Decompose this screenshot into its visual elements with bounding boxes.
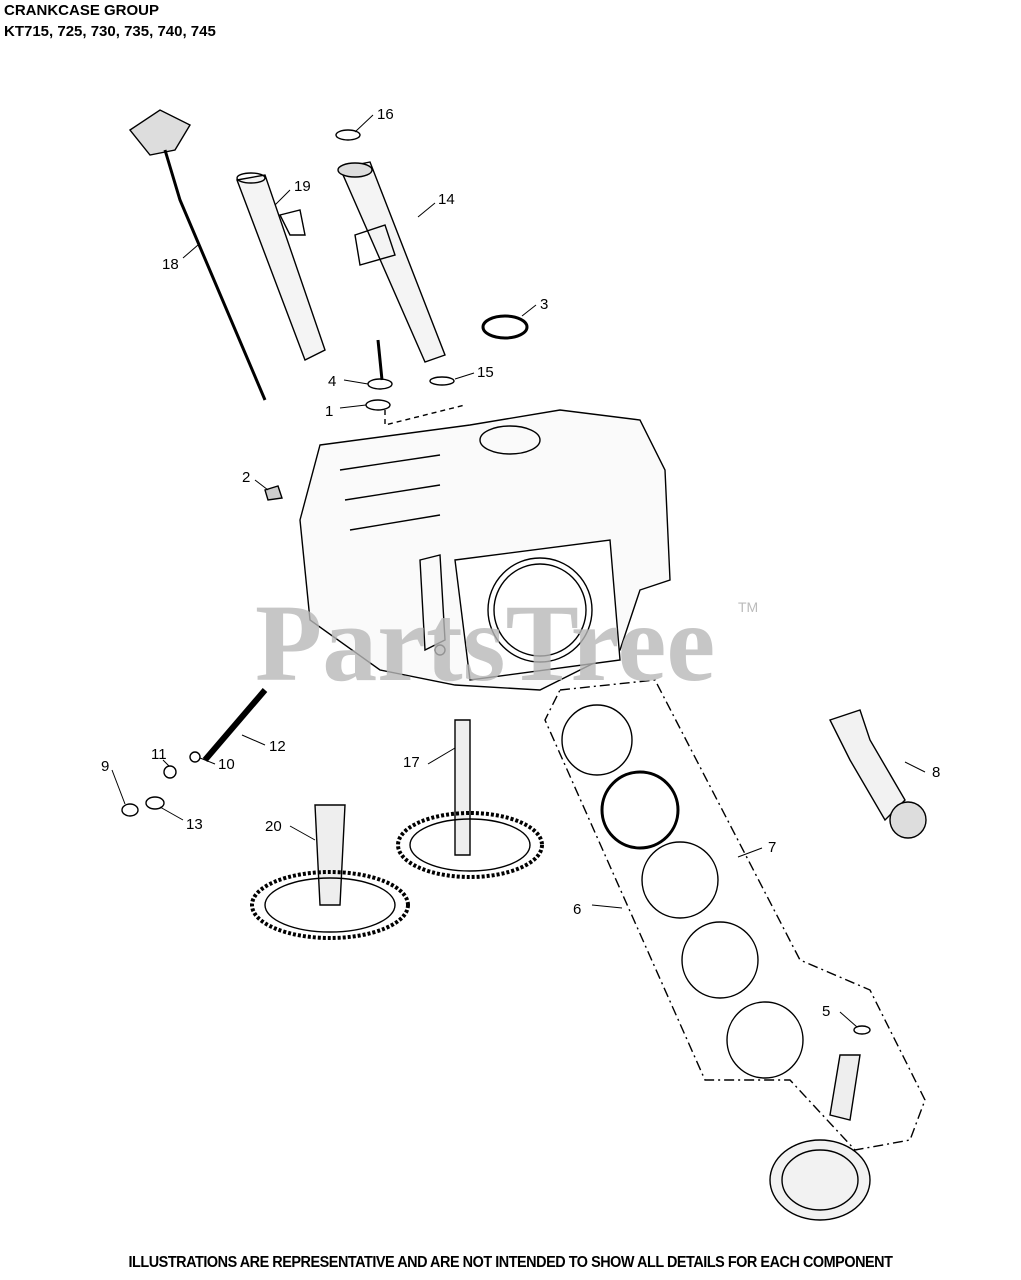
callout-20[interactable]: 20 [265,818,282,835]
diagram-title: CRANKCASE GROUP KT715, 725, 730, 735, 74… [4,0,216,42]
part-ring[interactable] [641,841,719,919]
callout-12[interactable]: 12 [269,738,286,755]
part-o-ring-15[interactable] [429,376,455,386]
part-clip-11[interactable] [163,765,177,779]
part-washer-13[interactable] [145,796,165,810]
part-retainer-5[interactable] [853,1025,871,1035]
callout-3[interactable]: 3 [540,296,548,313]
disclaimer: ILLUSTRATIONS ARE REPRESENTATIVE AND ARE… [128,1254,893,1271]
callout-1[interactable]: 1 [325,403,333,420]
callout-4[interactable]: 4 [328,373,336,390]
part-crankcase[interactable] [299,409,671,691]
callout-7[interactable]: 7 [768,839,776,856]
group-title: CRANKCASE GROUP [4,2,160,19]
callout-15[interactable]: 15 [477,364,494,381]
watermark-tm: TM [738,599,758,615]
callout-10[interactable]: 10 [218,756,235,773]
callout-17[interactable]: 17 [403,754,420,771]
leader-lines [111,114,926,1028]
callout-labels: 16 19 14 18 3 4 15 1 2 12 11 10 9 13 17 … [101,106,940,1020]
callout-6[interactable]: 6 [573,901,581,918]
part-oil-seal-3[interactable] [481,314,529,340]
part-piston-pin[interactable] [829,1054,861,1121]
part-ring[interactable] [726,1001,804,1079]
ring-set-outline [544,679,926,1151]
part-o-ring-16[interactable] [335,129,361,141]
part-pin-10[interactable] [189,751,201,763]
watermark: PartsTree [255,582,715,704]
part-camshaft-17[interactable] [396,719,544,879]
dashed-guide [384,404,466,426]
part-camshaft-20[interactable] [250,804,410,940]
callout-2[interactable]: 2 [242,469,250,486]
part-dipstick-tube[interactable] [236,172,326,361]
callout-14[interactable]: 14 [438,191,455,208]
part-ring[interactable] [561,704,633,776]
callout-18[interactable]: 18 [162,256,179,273]
callout-13[interactable]: 13 [186,816,203,833]
part-clamp-4[interactable] [367,378,393,390]
part-screw[interactable] [376,339,384,381]
callout-16[interactable]: 16 [377,106,394,123]
part-nut-9[interactable] [121,803,139,817]
part-gasket-1[interactable] [365,399,391,411]
part-oil-fill-tube[interactable] [337,161,446,363]
callout-9[interactable]: 9 [101,758,109,775]
part-piston[interactable] [769,1139,871,1221]
part-connecting-rod[interactable] [829,709,927,839]
part-dowel-2[interactable] [264,485,283,501]
callout-8[interactable]: 8 [932,764,940,781]
part-dipstick[interactable] [128,109,267,401]
part-ring[interactable] [681,921,759,999]
callout-11[interactable]: 11 [151,746,167,763]
part-governor-shaft[interactable] [202,688,268,762]
model-list: KT715, 725, 730, 735, 740, 745 [4,23,216,40]
part-ring[interactable] [600,770,680,850]
callout-19[interactable]: 19 [294,178,311,195]
callout-5[interactable]: 5 [822,1003,830,1020]
